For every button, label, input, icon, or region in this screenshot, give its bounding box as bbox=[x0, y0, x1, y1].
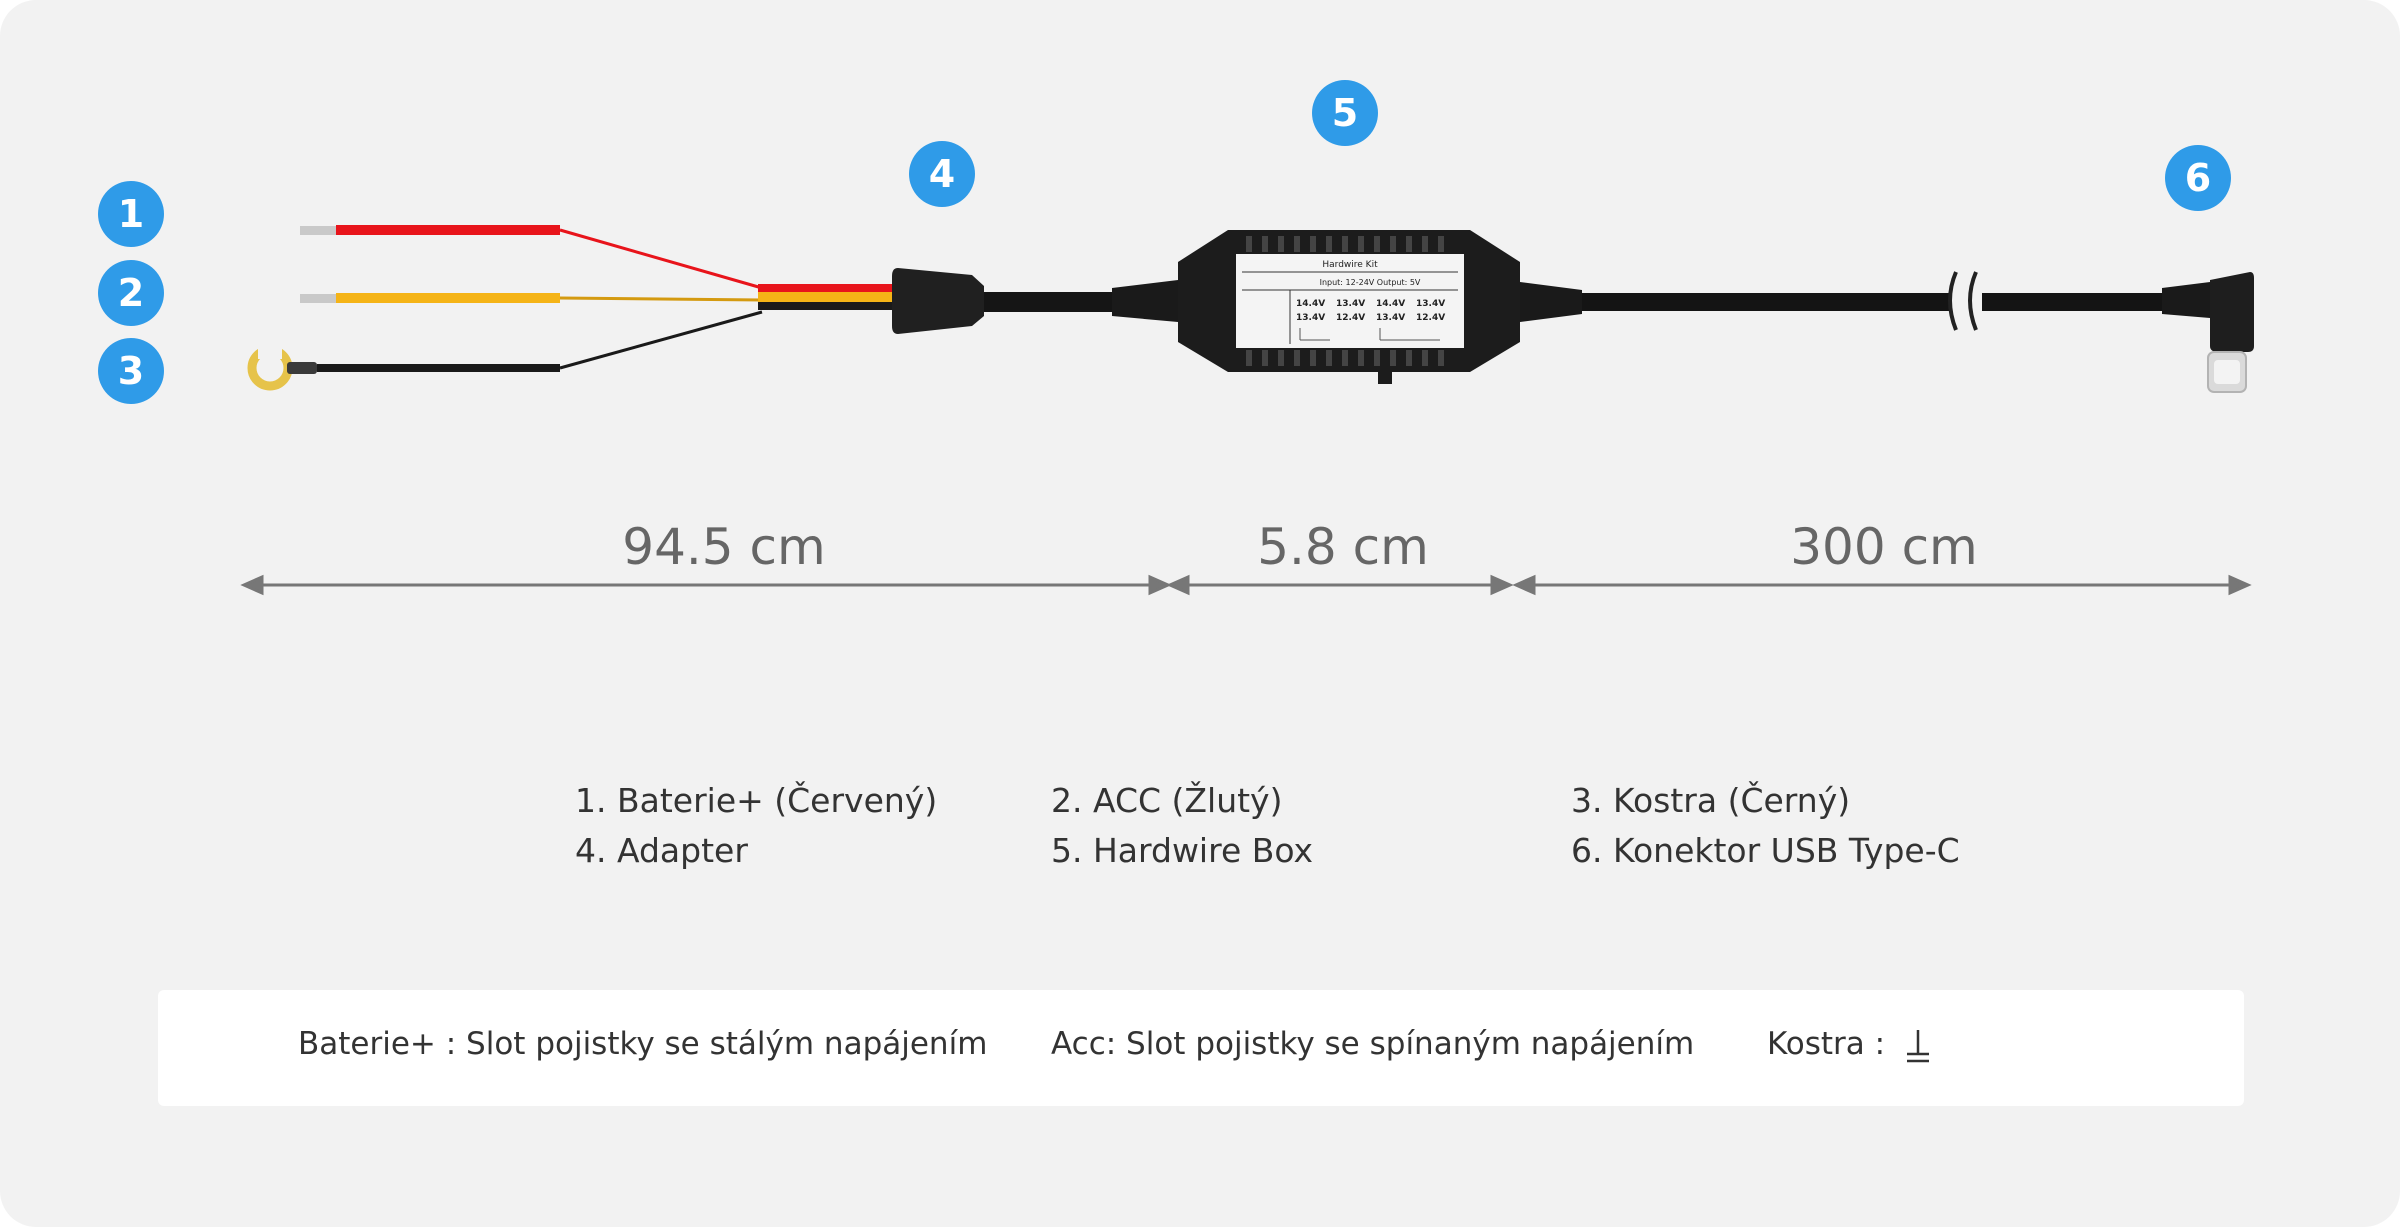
legend-item-4: 4. Adapter bbox=[575, 831, 748, 870]
box-volt: 13.4V bbox=[1296, 313, 1325, 323]
usb-type-c-connector bbox=[2207, 272, 2254, 393]
legend-item-1: 1. Baterie+ (Červený) bbox=[575, 781, 938, 820]
footer-battery-note: Baterie+ : Slot pojistky se stálým napáj… bbox=[298, 1026, 988, 1062]
badge-3: 3 bbox=[98, 338, 164, 404]
footer-acc-note: Acc: Slot pojistky se spínaným napájením bbox=[1051, 1026, 1695, 1062]
badge-5: 5 bbox=[1312, 80, 1378, 146]
box-volt: 14.4V bbox=[1296, 299, 1325, 309]
legend-item-2: 2. ACC (Žlutý) bbox=[1051, 781, 1283, 820]
footer-ground-note: Kostra : bbox=[1767, 1026, 1933, 1064]
box-volt: 13.4V bbox=[1416, 299, 1445, 309]
dimension-label-adapter: 94.5 cm bbox=[622, 518, 826, 576]
box-label-text: Hardwire Kit Input: 12-24V Output: 5V 14… bbox=[1296, 260, 1445, 341]
box-label-spec: Input: 12-24V Output: 5V bbox=[1320, 278, 1421, 287]
red-wire bbox=[300, 225, 763, 290]
badge-2: 2 bbox=[98, 260, 164, 326]
dimension-label-box: 5.8 cm bbox=[1257, 518, 1429, 576]
box-volt: 13.4V bbox=[1376, 313, 1405, 323]
ground-symbol-icon bbox=[1906, 1029, 1929, 1062]
badge-4: 4 bbox=[909, 141, 975, 207]
bundled-wires bbox=[758, 284, 898, 310]
badge-6: 6 bbox=[2165, 145, 2231, 211]
dimension-label-cable: 300 cm bbox=[1790, 518, 1978, 576]
badge-1: 1 bbox=[98, 181, 164, 247]
box-volt: 14.4V bbox=[1376, 299, 1405, 309]
adapter bbox=[892, 268, 1178, 334]
legend-item-6: 6. Konektor USB Type-C bbox=[1571, 831, 1960, 870]
box-volt: 13.4V bbox=[1336, 299, 1365, 309]
yellow-wire bbox=[300, 293, 763, 303]
box-volt: 12.4V bbox=[1416, 313, 1445, 323]
box-volt: 12.4V bbox=[1336, 313, 1365, 323]
hardwire-box bbox=[1178, 230, 1520, 384]
legend-item-3: 3. Kostra (Černý) bbox=[1571, 781, 1851, 820]
box-label-title: Hardwire Kit bbox=[1322, 260, 1378, 270]
legend-item-5: 5. Hardwire Box bbox=[1051, 831, 1314, 870]
footer-ground-label: Kostra : bbox=[1767, 1026, 1886, 1062]
ground-wire bbox=[247, 310, 763, 391]
footer-panel bbox=[158, 990, 2244, 1106]
dimension-arrows bbox=[240, 574, 2252, 596]
output-cable bbox=[1520, 271, 2210, 331]
